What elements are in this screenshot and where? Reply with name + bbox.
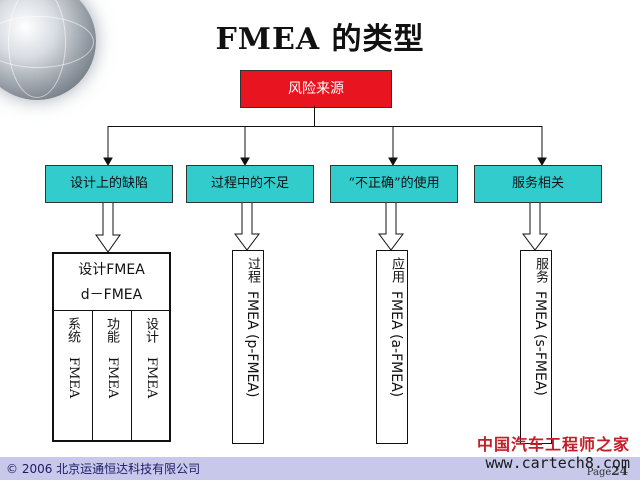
arrow-head-3 xyxy=(388,157,398,167)
root-node-risk-source: 风险来源 xyxy=(240,70,392,108)
block-arrow-2 xyxy=(234,200,260,251)
design-col-design-fmea: FMEA xyxy=(144,357,159,399)
design-col-system: 系统 FMEA xyxy=(54,311,92,440)
arrow-head-2 xyxy=(240,157,250,167)
design-col-system-fmea: FMEA xyxy=(66,357,81,399)
page-number: Page24 xyxy=(587,464,628,478)
globe-logo xyxy=(0,0,96,100)
application-fmea-label: 应用 xyxy=(389,257,404,283)
design-col-design: 设计 FMEA xyxy=(132,311,170,440)
service-fmea-box: 服务 FMEA (s-FMEA) xyxy=(520,250,552,444)
copyright-text: © 2006 北京运通恒达科技有限公司 xyxy=(6,462,201,476)
design-col-separator-2 xyxy=(131,311,132,440)
page-prefix: Page xyxy=(586,467,612,478)
category-service-related: 服务相关 xyxy=(474,165,602,203)
design-fmea-line1: 设计FMEA xyxy=(78,262,145,278)
footer-bar: © 2006 北京运通恒达科技有限公司 Page24 xyxy=(0,457,640,480)
service-fmea-label: 服务 xyxy=(533,257,548,283)
block-arrow-1 xyxy=(95,200,121,253)
design-col-function: 功能 FMEA xyxy=(93,311,131,440)
service-fmea-text: FMEA (s-FMEA) xyxy=(532,291,548,396)
category-process-shortfall: 过程中的不足 xyxy=(186,165,314,203)
design-fmea-divider xyxy=(54,310,169,311)
watermark-title: 中国汽车工程师之家 xyxy=(476,435,630,454)
design-fmea-line2: d－FMEA xyxy=(80,287,143,303)
design-col-separator-1 xyxy=(92,311,93,440)
process-fmea-text: FMEA (p-FMEA) xyxy=(244,291,260,398)
application-fmea-text: FMEA (a-FMEA) xyxy=(388,291,404,398)
design-fmea-box: 设计FMEA d－FMEA 系统 FMEA 功能 FMEA 设计 FMEA xyxy=(52,252,171,442)
block-arrow-4 xyxy=(522,200,548,251)
process-fmea-box: 过程 FMEA (p-FMEA) xyxy=(232,250,264,444)
process-fmea-label: 过程 xyxy=(245,257,260,283)
application-fmea-box: 应用 FMEA (a-FMEA) xyxy=(376,250,408,444)
category-incorrect-use: “不正确”的使用 xyxy=(330,165,458,203)
design-col-function-name: 功能 xyxy=(104,317,119,343)
block-arrow-3 xyxy=(378,200,404,251)
design-col-system-name: 系统 xyxy=(65,317,80,343)
connector-root-down xyxy=(314,106,315,126)
arrow-head-1 xyxy=(103,157,113,167)
design-col-design-name: 设计 xyxy=(143,317,158,343)
connector-horizontal xyxy=(108,126,542,127)
design-col-function-fmea: FMEA xyxy=(105,357,120,399)
category-design-defect: 设计上的缺陷 xyxy=(45,165,173,203)
watermark-url: www.cartech8.com xyxy=(485,454,631,472)
page-number-value: 24 xyxy=(611,464,628,478)
arrow-head-4 xyxy=(537,157,547,167)
